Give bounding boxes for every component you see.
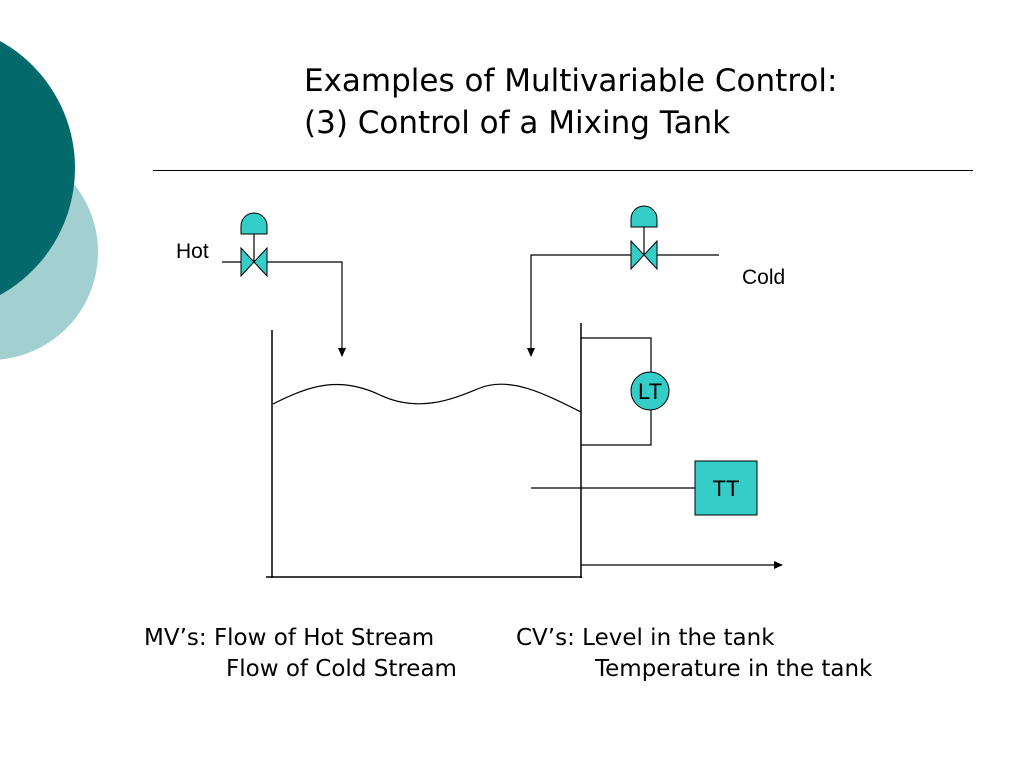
mv-label: MV’s: [144,625,207,651]
slide-title: Examples of Multivariable Control: (3) C… [304,60,837,144]
hot-label: Hot [176,240,209,263]
temperature-transmitter[interactable]: TT [694,460,758,516]
tt-box [694,460,758,516]
lt-upper-tap [581,337,652,372]
hot-control-valve[interactable] [240,212,268,278]
tt-label: TT [713,476,740,501]
cv-line-2: Temperature in the tank [595,655,872,683]
lt-label: LT [638,379,662,404]
cold-control-valve[interactable] [630,205,658,271]
cold-valve-actuator [630,205,658,228]
lt-bubble [630,371,670,411]
cv-line-1: CV’s: Level in the tank [516,624,775,652]
decorative-circles [0,41,98,360]
liquid-surface [272,383,582,413]
dark-teal-circle [0,41,75,295]
lt-lower-tap [581,410,652,446]
cv-label: CV’s: [516,625,575,651]
cv-item-2: Temperature in the tank [595,656,873,682]
title-divider [153,170,973,171]
title-line-1: Examples of Multivariable Control: [304,63,838,99]
mv-line-1: MV’s: Flow of Hot Stream [144,624,434,652]
mv-item-2: Flow of Cold Stream [226,656,457,682]
mv-item-1: Flow of Hot Stream [213,625,435,651]
cold-feed-arrow [527,254,631,357]
mv-line-2: Flow of Cold Stream [226,655,457,683]
level-transmitter[interactable]: LT [630,371,670,411]
cv-item-1: Level in the tank [582,625,775,651]
cold-label: Cold [742,266,785,289]
hot-valve-actuator [240,212,268,235]
title-line-2: (3) Control of a Mixing Tank [304,105,731,141]
mixing-tank-diagram: Hot Cold LT TT [176,205,785,578]
hot-feed-arrow [267,261,346,357]
